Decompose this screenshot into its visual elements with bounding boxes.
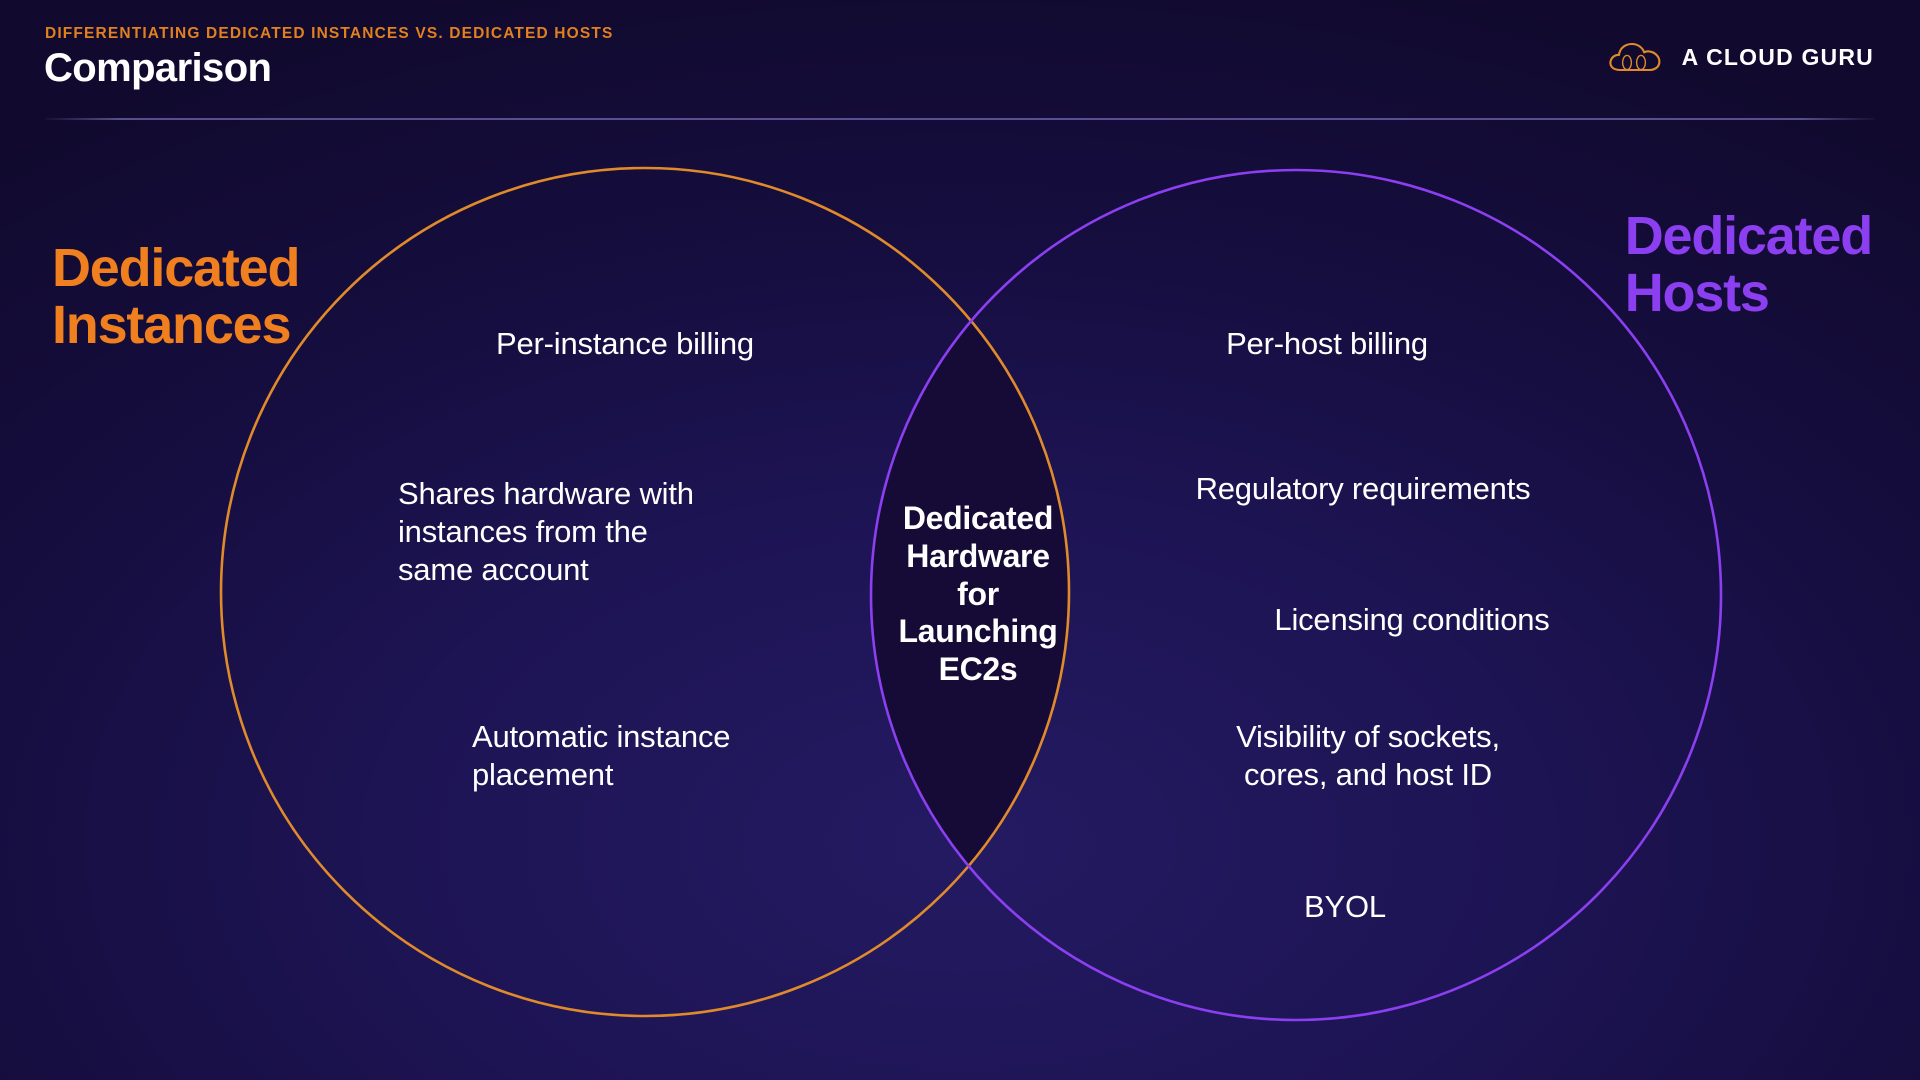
cloud-outline-icon <box>1608 42 1661 72</box>
venn-left-item-1: Shares hardware with instances from the … <box>398 476 694 587</box>
venn-overlap-label: Dedicated Hardware for Launching EC2s <box>898 500 1058 687</box>
venn-left-label: Dedicated Instances <box>52 238 300 356</box>
slide-kicker: DIFFERENTIATING DEDICATED INSTANCES VS. … <box>45 25 614 42</box>
venn-right-item-3: Visibility of sockets, cores, and host I… <box>1236 719 1500 792</box>
slide-header: DIFFERENTIATING DEDICATED INSTANCES VS. … <box>0 0 1920 120</box>
page-title: Comparison <box>44 46 272 90</box>
venn-right-circle <box>869 168 1723 1022</box>
venn-right-label: Dedicated Hosts <box>1624 206 1873 324</box>
header-divider <box>45 118 1875 120</box>
venn-left-circle <box>219 166 1071 1018</box>
venn-left-item-0: Per-instance billing <box>496 326 754 361</box>
venn-left-item-2: Automatic instance placement <box>472 719 731 792</box>
venn-right-item-4: BYOL <box>1304 889 1386 924</box>
venn-right-item-1: Regulatory requirements <box>1195 471 1531 506</box>
brand-logo: A CLOUD GURU <box>1606 36 1874 78</box>
venn-right-item-2: Licensing conditions <box>1274 602 1550 637</box>
venn-right-item-0: Per-host billing <box>1226 326 1428 361</box>
brand-name: A CLOUD GURU <box>1681 43 1874 70</box>
